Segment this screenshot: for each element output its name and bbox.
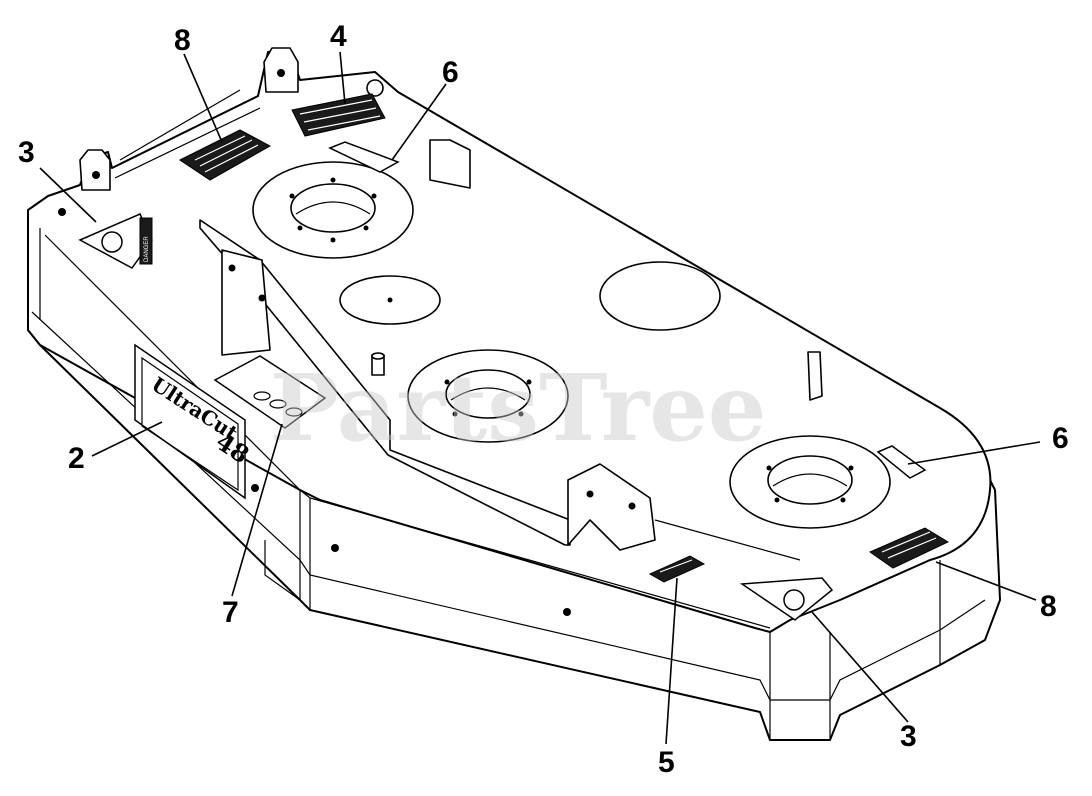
callout-5: 5 [658, 746, 675, 779]
callout-8-top: 8 [174, 24, 191, 57]
decal-8-right [868, 527, 950, 569]
callout-2: 2 [68, 442, 85, 475]
callout-8-right: 8 [1040, 590, 1057, 623]
deck-opening [599, 261, 721, 331]
decal-3-bottom [739, 577, 834, 621]
spindle-plate-left [252, 161, 414, 259]
decal-6-top [328, 141, 400, 173]
callout-3-bottom: 3 [900, 720, 917, 753]
callout-6-right: 6 [1052, 422, 1069, 455]
leader-lines [39, 51, 1041, 745]
decal-6-right [876, 445, 927, 479]
decal-2-model-badge: UltraCut 48 [134, 343, 255, 500]
center-bracket [567, 463, 801, 561]
decal-3-left: DANGER [78, 213, 153, 269]
callout-7: 7 [222, 596, 239, 629]
rear-bracket [429, 139, 471, 189]
spindle-plate-center [407, 349, 569, 443]
spindle-plate-right [729, 435, 891, 529]
callout-4: 4 [330, 20, 347, 53]
danger-label: DANGER [144, 236, 150, 262]
decal-5 [648, 555, 706, 583]
decal-8-top [179, 129, 272, 181]
callout-6-top: 6 [442, 56, 459, 89]
right-tab [807, 351, 823, 401]
callout-3-left: 3 [18, 136, 35, 169]
parts-tree-watermark: PartsTree [270, 354, 766, 462]
decal-7 [213, 355, 327, 429]
left-bracket [199, 219, 571, 546]
